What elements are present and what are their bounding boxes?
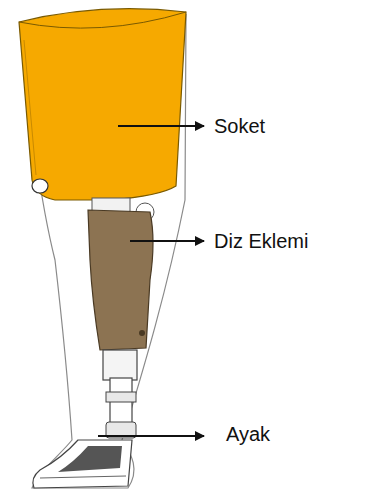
socket-lock [32,179,48,193]
foot-sole [40,476,126,478]
pylon-clamp [103,350,137,380]
leader-arrow [118,125,204,127]
part-label: Diz Eklemi [214,229,308,253]
pylon-ring [106,392,136,402]
foot-keel [58,446,122,472]
part-label: Soket [214,114,265,138]
leader-arrow [98,435,204,437]
socket-rim [19,12,186,28]
part-label: Ayak [226,422,270,446]
foot-shell [33,440,132,488]
socket-edge [24,40,36,175]
socket [19,9,186,200]
leader-arrow [130,240,204,242]
knee-joint [88,210,153,350]
knee-screw [139,330,145,336]
